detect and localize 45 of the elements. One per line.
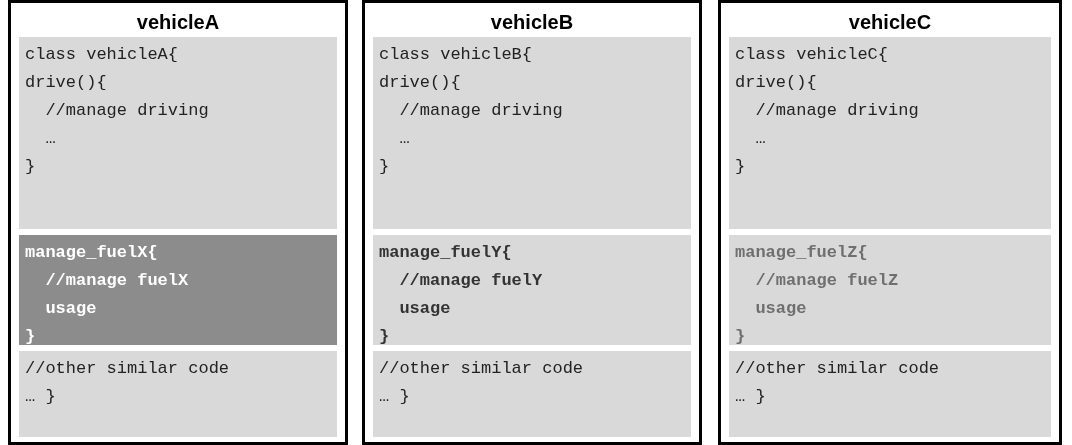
class-panel — [718, 0, 1062, 445]
code-line: //manage driving — [398, 100, 564, 122]
code-line: //manage driving — [44, 100, 210, 122]
code-line: //manage driving — [754, 100, 920, 122]
code-line: class vehicleC{ — [735, 44, 890, 66]
panel-heading: vehicleB — [489, 11, 575, 34]
code-line: manage_fuelX{ — [25, 242, 159, 264]
class-panel — [8, 0, 348, 445]
code-line: … — [754, 128, 767, 150]
code-line: } — [25, 326, 37, 348]
code-block — [19, 37, 337, 229]
code-block — [19, 351, 337, 437]
code-line: //other similar code — [379, 358, 585, 380]
code-line: … — [44, 128, 57, 150]
code-line: } — [379, 326, 391, 348]
code-block — [19, 235, 337, 345]
code-block — [373, 37, 691, 229]
code-line: drive(){ — [735, 72, 818, 94]
code-block — [729, 351, 1051, 437]
code-block — [373, 235, 691, 345]
code-line: } — [379, 156, 391, 178]
code-line: } — [735, 156, 747, 178]
code-line: … — [398, 128, 411, 150]
code-block — [729, 235, 1051, 345]
panel-heading: vehicleA — [135, 11, 221, 34]
code-line: drive(){ — [379, 72, 462, 94]
code-line: //manage fuelY usage — [398, 270, 544, 320]
class-panel — [362, 0, 702, 445]
code-line: drive(){ — [25, 72, 108, 94]
code-line: //other similar code — [735, 358, 941, 380]
code-line: } — [735, 326, 747, 348]
code-line: //manage fuelX usage — [44, 270, 190, 320]
code-line: class vehicleA{ — [25, 44, 180, 66]
panel-heading: vehicleC — [847, 11, 933, 34]
code-line: } — [25, 156, 37, 178]
code-line: … } — [735, 386, 767, 408]
code-line: manage_fuelY{ — [379, 242, 513, 264]
code-block — [729, 37, 1051, 229]
code-line: //manage fuelZ usage — [754, 270, 900, 320]
code-block — [373, 351, 691, 437]
code-line: … } — [25, 386, 57, 408]
code-line: //other similar code — [25, 358, 231, 380]
code-line: … } — [379, 386, 411, 408]
code-line: manage_fuelZ{ — [735, 242, 869, 264]
code-line: class vehicleB{ — [379, 44, 534, 66]
